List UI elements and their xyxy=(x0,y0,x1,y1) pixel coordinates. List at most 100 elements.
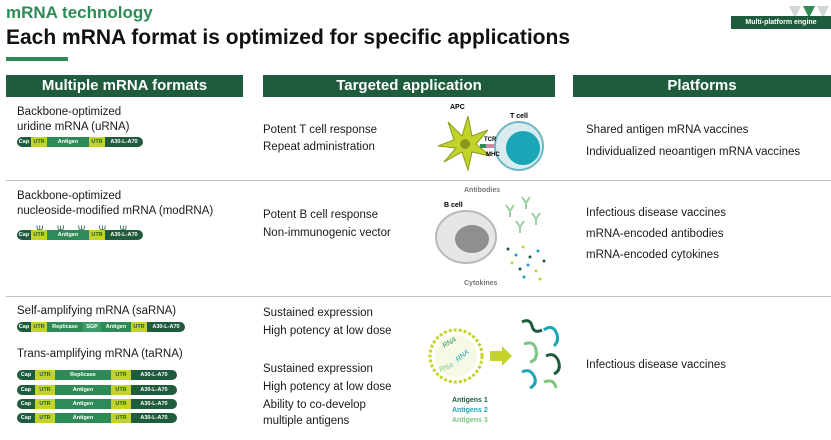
antigen-legend-1: Antigens 1 xyxy=(452,397,488,404)
platform-item: Individualized neoantigen mRNA vaccines xyxy=(586,146,801,158)
page-title: Each mRNA format is optimized for specif… xyxy=(6,26,570,49)
strip-segment-antigen: Antigen xyxy=(55,399,111,409)
strip-segment-utr: UTR xyxy=(111,370,131,380)
strip-segment-antigen: Antigen xyxy=(55,413,111,423)
application-item: Sustained expression xyxy=(263,363,373,375)
platform-item: mRNA-encoded cytokines xyxy=(586,249,719,261)
application-item: Potent B cell response xyxy=(263,209,379,221)
strip-segment-cap: Cap xyxy=(17,322,31,332)
column-header-formats: Multiple mRNA formats xyxy=(6,75,243,97)
cytokine-dots xyxy=(506,245,546,281)
format-name-line: Backbone-optimized xyxy=(17,190,122,202)
strip-segment-utr: UTR xyxy=(35,399,55,409)
strip-segment-tail: A30-L-A70 xyxy=(131,399,177,409)
strip-segment-tail: A30-L-A70 xyxy=(105,137,143,147)
strip-segment-utr: UTR xyxy=(111,413,131,423)
strip-segment-utr: UTR xyxy=(35,370,55,380)
tarna-antigen-strip: Cap UTR Antigen UTR A30-L-A70 xyxy=(17,413,177,423)
application-item: High potency at low dose xyxy=(263,325,392,337)
column-header-platforms: Platforms xyxy=(573,75,831,97)
application-item: multiple antigens xyxy=(263,415,350,427)
logo-tagline: Multi-platform engine xyxy=(731,16,831,29)
figure-label-antibodies: Antibodies xyxy=(464,187,500,194)
figure-label-cytokines: Cytokines xyxy=(464,280,498,287)
platform-item: Infectious disease vaccines xyxy=(586,359,726,371)
column-header-application: Targeted application xyxy=(263,75,555,97)
psi-symbol: Ψ xyxy=(98,224,107,234)
application-item: Non-immunogenic vector xyxy=(263,227,391,239)
psi-symbol: Ψ xyxy=(77,224,86,234)
strip-segment-cap: Cap xyxy=(17,385,35,395)
strip-segment-utr: UTR xyxy=(131,322,147,332)
section-topic: mRNA technology xyxy=(6,3,153,22)
figure-label-tcr: TCR xyxy=(484,137,497,143)
figure-label-tcell: T cell xyxy=(510,113,528,120)
strip-segment-tail: A30-L-A70 xyxy=(147,322,185,332)
application-item: Repeat administration xyxy=(263,141,375,153)
psi-modifications: Ψ Ψ Ψ Ψ Ψ xyxy=(36,219,127,237)
strip-segment-utr: UTR xyxy=(35,413,55,423)
platform-item: Infectious disease vaccines xyxy=(586,207,726,219)
title-underline xyxy=(6,57,68,61)
antigen-legend-2: Antigens 2 xyxy=(452,407,488,414)
strip-segment-tail: A30-L-A70 xyxy=(131,370,177,380)
figure-label-apc: APC xyxy=(450,104,465,111)
figure-label-rna: RNA xyxy=(438,362,455,374)
amplification-illustration: RNA RNA RNA Antigens 1 Antigens 2 Antige… xyxy=(428,319,561,424)
application-item: Ability to co-develop xyxy=(263,399,366,411)
strip-segment-sgp: SGP xyxy=(83,322,101,332)
platform-item: Shared antigen mRNA vaccines xyxy=(586,124,749,136)
strip-segment-utr: UTR xyxy=(35,385,55,395)
company-logo xyxy=(789,6,829,18)
row-divider xyxy=(6,180,831,181)
tarna-antigen-strip: Cap UTR Antigen UTR A30-L-A70 xyxy=(17,399,177,409)
format-name-sarna: Self-amplifying mRNA (saRNA) xyxy=(17,305,177,317)
mrna-construct-strip: Cap UTR Antigen UTR A30-L-A70 xyxy=(17,137,143,147)
strip-segment-cap: Cap xyxy=(17,399,35,409)
strip-segment-tail: A30-L-A70 xyxy=(131,413,177,423)
psi-symbol: Ψ xyxy=(56,224,65,234)
strip-segment-utr: UTR xyxy=(111,385,131,395)
arrow-icon xyxy=(490,346,512,366)
tarna-antigen-strip: Cap UTR Antigen UTR A30-L-A70 xyxy=(17,385,177,395)
b-cell-illustration: Antibodies B cell Cytokines xyxy=(435,187,546,287)
strip-segment-cap: Cap xyxy=(17,370,35,380)
platform-item: mRNA-encoded antibodies xyxy=(586,228,724,240)
sarna-construct-strip: Cap UTR Replicase SGP Antigen UTR A30-L-… xyxy=(17,322,185,332)
strip-segment-antigen: Antigen xyxy=(47,230,89,240)
strip-segment-cap: Cap xyxy=(17,230,31,240)
antigen-legend-3: Antigens 3 xyxy=(452,417,488,424)
strip-segment-tail: A30-L-A70 xyxy=(131,385,177,395)
format-name-line: uridine mRNA (uRNA) xyxy=(17,121,130,133)
strip-segment-cap: Cap xyxy=(17,137,31,147)
strip-segment-tail: A30-L-A70 xyxy=(105,230,143,240)
figure-label-mhc: MHC xyxy=(486,152,500,158)
strip-segment-utr: UTR xyxy=(89,230,105,240)
strip-segment-antigen: Antigen xyxy=(55,385,111,395)
application-item: High potency at low dose xyxy=(263,381,392,393)
psi-symbol: Ψ xyxy=(119,224,128,234)
strip-segment-antigen: Antigen xyxy=(47,137,89,147)
strip-segment-replicase: Replicase xyxy=(47,322,83,332)
tarna-replicase-strip: Cap UTR Replicase UTR A30-L-A70 xyxy=(17,370,177,380)
format-name-line: Backbone-optimized xyxy=(17,106,122,118)
psi-symbol: Ψ xyxy=(36,224,44,234)
antigen-chains xyxy=(521,319,561,390)
strip-segment-utr: UTR xyxy=(31,137,47,147)
strip-segment-cap: Cap xyxy=(17,413,35,423)
format-name-tarna: Trans-amplifying mRNA (taRNA) xyxy=(17,348,183,360)
mrna-construct-strip: Cap UTR Antigen UTR A30-L-A70 xyxy=(17,230,143,240)
strip-segment-replicase: Replicase xyxy=(55,370,111,380)
mhc-marker xyxy=(480,144,486,148)
strip-segment-utr: UTR xyxy=(111,399,131,409)
format-name-line: nucleoside-modified mRNA (modRNA) xyxy=(17,205,214,217)
strip-segment-antigen: Antigen xyxy=(101,322,131,332)
strip-segment-utr: UTR xyxy=(31,322,47,332)
application-item: Potent T cell response xyxy=(263,124,378,136)
t-cell-illustration: APC T cell TCR MHC xyxy=(437,104,544,172)
application-item: Sustained expression xyxy=(263,307,373,319)
strip-segment-utr: UTR xyxy=(31,230,47,240)
figure-label-bcell: B cell xyxy=(444,202,463,209)
row-divider xyxy=(6,296,831,297)
strip-segment-utr: UTR xyxy=(89,137,105,147)
